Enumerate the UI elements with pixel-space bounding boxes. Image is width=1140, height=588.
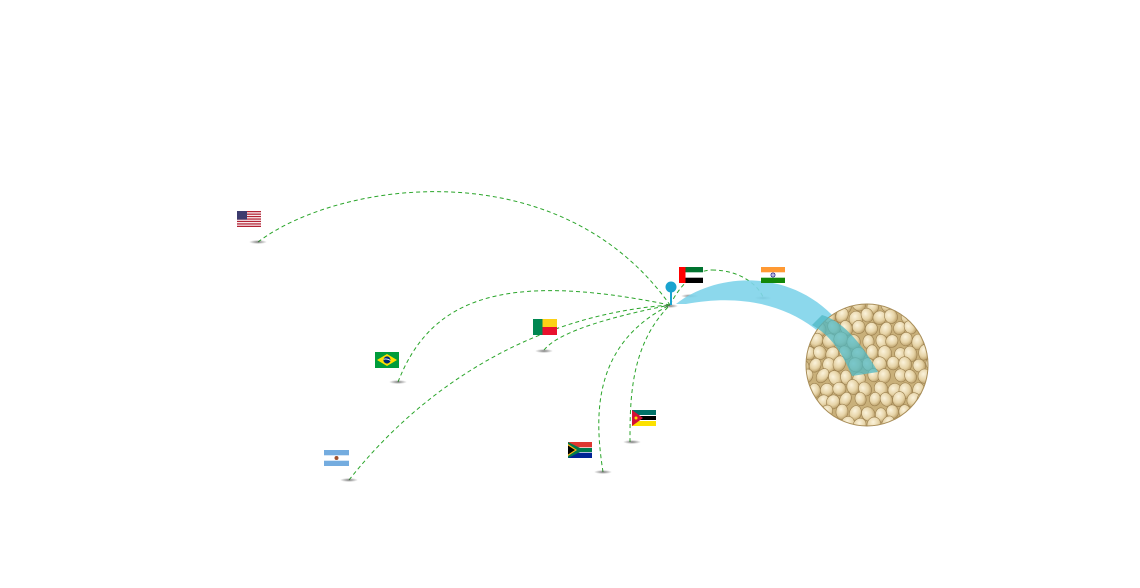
route-south-africa <box>598 304 671 473</box>
corn-kernel <box>925 335 928 350</box>
benin-flag-icon <box>533 319 557 335</box>
corn-kernel <box>920 304 928 313</box>
corn-kernel <box>906 419 919 426</box>
corn-kernel <box>886 356 900 371</box>
corn-kernel <box>923 404 928 419</box>
corn-kernel <box>933 370 946 386</box>
corn-kernel <box>931 345 948 363</box>
corn-kernel <box>872 310 887 325</box>
flow-overlay <box>812 315 878 376</box>
route-argentina <box>348 304 671 481</box>
corn-kernel <box>886 404 899 419</box>
corn-kernel <box>826 304 840 313</box>
corn-kernel <box>806 382 808 398</box>
corn-kernel <box>916 415 928 426</box>
corn-kernel <box>835 307 849 324</box>
routes <box>257 191 764 481</box>
corn-kernel <box>892 391 906 407</box>
corn-kernel <box>917 368 928 384</box>
corn-kernel <box>929 392 947 411</box>
uae-flag-icon <box>679 267 703 283</box>
route-usa <box>257 191 671 306</box>
corn-kernel <box>827 417 839 426</box>
corn-kernel <box>933 299 945 313</box>
corn-kernel <box>923 310 928 326</box>
corn-kernel <box>931 320 945 337</box>
corn-kernel <box>815 368 830 384</box>
mozambique-flag-icon <box>632 410 656 426</box>
corn-kernel <box>854 391 867 407</box>
india-flag-icon <box>761 267 785 283</box>
corn-kernel <box>905 304 918 313</box>
corn-kernel <box>925 381 928 396</box>
corn-kernel <box>866 416 882 426</box>
corn-kernel <box>814 417 828 426</box>
corn-kernel <box>806 405 807 422</box>
corn-kernel <box>884 309 898 324</box>
route-benin <box>543 304 671 351</box>
argentina-flag-icon <box>324 450 349 466</box>
usa-flag-icon <box>237 211 261 227</box>
corn-kernel <box>930 417 946 433</box>
corn-kernel <box>851 320 866 334</box>
brazil-flag-icon <box>375 352 399 368</box>
route-mozambique <box>629 304 671 443</box>
corn-kernel <box>925 357 928 373</box>
corn-kernel <box>893 321 907 335</box>
corn-kernel <box>835 403 849 420</box>
corn-kernel <box>860 307 874 323</box>
corn-kernel <box>806 417 814 426</box>
corn-kernel <box>832 381 847 396</box>
route-brazil <box>397 290 671 383</box>
south-africa-flag-icon <box>568 442 592 458</box>
hub-pin-icon <box>665 281 677 305</box>
corn-kernel <box>904 369 917 384</box>
corn-kernel <box>813 345 827 360</box>
